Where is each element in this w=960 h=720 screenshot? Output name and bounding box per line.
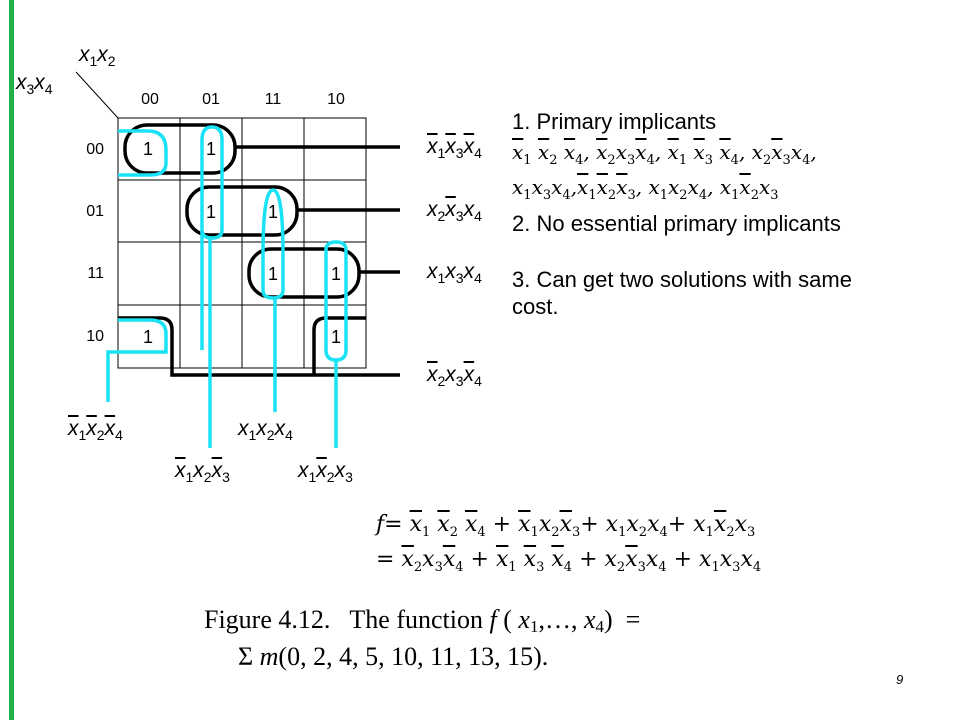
kmap-cells: 1 1 1 1 1 1 1 1 [143,139,341,347]
loop-row00-black [123,123,237,175]
cell-0-1: 1 [206,139,216,159]
column-headers: 00 01 11 10 [141,91,345,108]
bottom-label-2: x1x2x3 [175,459,230,485]
row-header-1: 01 [86,203,104,220]
prime-implicants-line-2: x1x3x4,x1x2x3, x1x2x4, x1x2x3 [512,174,779,203]
bottom-label-1: x1x2x4 [238,417,293,443]
caption-line-2: Σ m(0, 2, 4, 5, 10, 11, 13, 15). [238,641,549,671]
row-headers: 00 01 11 10 [86,141,104,345]
page-number: 9 [896,672,904,687]
row-header-3: 10 [86,328,104,345]
bottom-label-0: x1x2x4 [68,417,123,443]
bottom-label-3: x1x2x3 [298,459,353,485]
col-header-1: 01 [202,91,220,108]
row-var-label: x3x4 [16,71,53,97]
loop-col01-cyan [200,125,224,350]
notes-panel: 1. Primary implicants x1 x2 x4, x2x3x4, … [512,108,952,321]
caption-line-1: Figure 4.12. The function f ( x1,…, x4) … [204,605,641,636]
note-item-3: 3. Can get two solutions with same cost. [512,266,852,320]
right-label-2: x1x3x4 [427,260,482,286]
figure-caption: Figure 4.12. The function f ( x1,…, x4) … [204,602,640,674]
col-header-2: 11 [265,91,282,108]
header-diagonal [75,71,119,119]
loop-col00-bottom-cyan [106,318,168,398]
right-label-0: x1x3x4 [427,135,482,161]
black-loops [118,123,400,377]
loop-col10-cyan [324,240,348,362]
right-label-3: x2x3x4 [427,363,482,389]
row-header-0: 00 [86,141,104,158]
loop-row10-left-black [118,316,400,377]
note-item-1-title: 1. Primary implicants [512,109,717,134]
prime-implicants-line-1: x1 x2 x4, x2x3x4, x1 x3 x4, x2x3x4, [512,139,817,168]
cell-1-1: 1 [206,202,216,222]
cell-2-3: 1 [331,264,341,284]
cell-3-3: 1 [331,327,341,347]
formula-line-2: = x2x3x4 + x1 x3 x4 + x2x3x4 + x1x3x4 [376,547,762,576]
cell-0-0: 1 [143,139,153,159]
row-header-2: 11 [87,265,104,282]
col-var-label: x1x2 [79,43,116,69]
left-accent-bar [9,0,14,720]
right-label-1: x2x3x4 [427,198,482,224]
loop-col00-top-cyan [118,129,168,177]
col-header-0: 00 [141,91,159,108]
formula-line-1: f= x1 x2 x4 + x1x2x3+ x1x2x4+ x1x2x3 [376,512,756,540]
loop-col11-cyan [261,188,285,300]
cell-2-2: 1 [268,264,278,284]
formula-block: f= x1 x2 x4 + x1x2x3+ x1x2x4+ x1x2x3 = x… [376,508,761,578]
note-item-2: 2. No essential primary implicants [512,211,841,236]
cyan-loops [106,125,348,448]
cell-1-2: 1 [268,202,278,222]
col-header-3: 10 [327,91,345,108]
cell-3-0: 1 [143,327,153,347]
